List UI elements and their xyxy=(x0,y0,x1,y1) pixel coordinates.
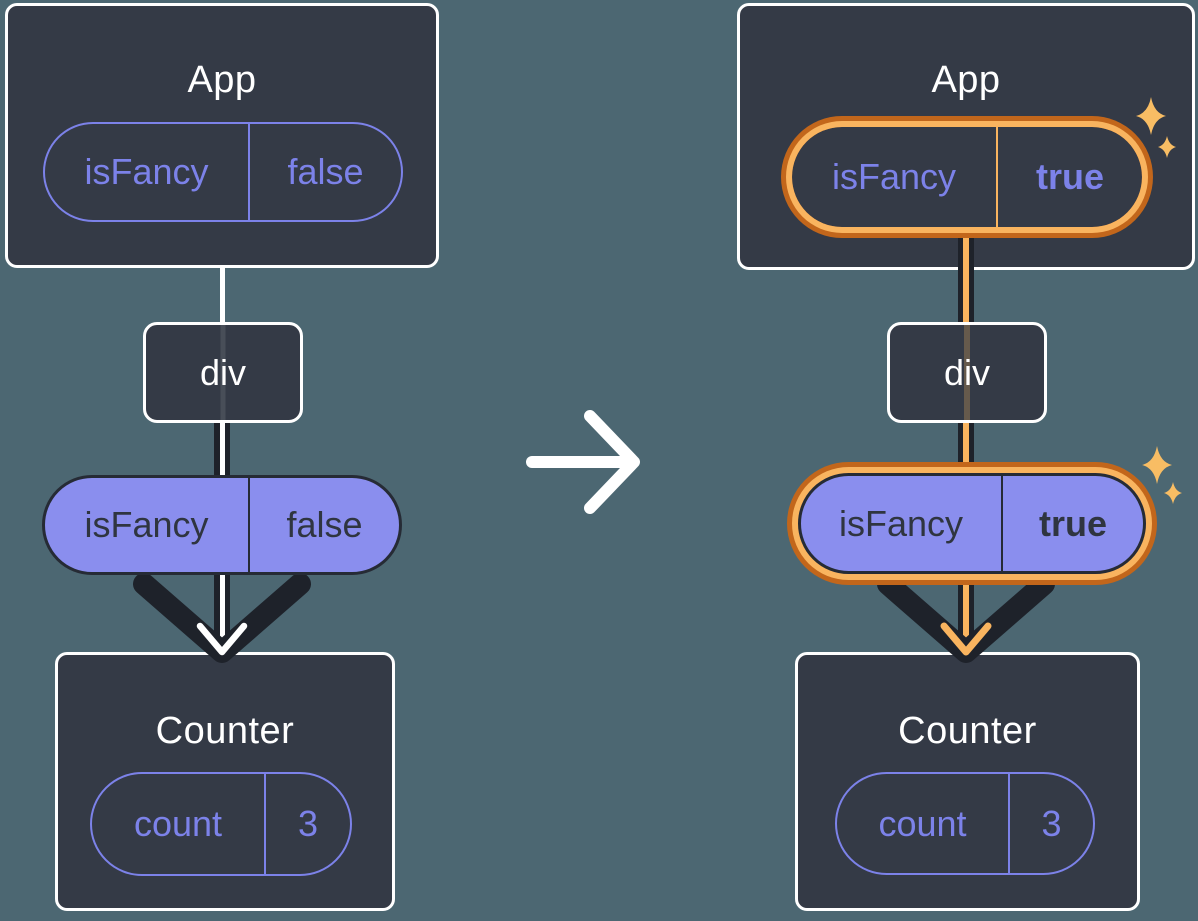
prop-value: false xyxy=(248,478,399,572)
prop-name: isFancy xyxy=(84,504,209,545)
component-title: App xyxy=(187,59,257,101)
prop-pill-app-before: isFancy false xyxy=(43,122,403,222)
arrowhead-icon xyxy=(940,622,992,656)
sparkle-icon xyxy=(1136,97,1176,158)
flow-shaft-orange-after-upper xyxy=(963,233,969,322)
prop-value: false xyxy=(248,124,401,220)
state-value: 3 xyxy=(264,774,350,874)
arrowhead-icon xyxy=(196,622,248,656)
transition-arrow-icon xyxy=(526,410,640,514)
flow-line-behind-div xyxy=(220,325,226,420)
state-pill-counter-before: count 3 xyxy=(90,772,352,876)
component-title: Counter xyxy=(898,710,1037,752)
prop-name: isFancy xyxy=(84,151,209,192)
prop-pill-app-after: isFancy true xyxy=(792,127,1142,227)
flow-line-behind-div xyxy=(964,325,970,420)
state-name: count xyxy=(133,803,223,844)
div-element-box-after: div xyxy=(887,322,1047,423)
div-element-box-before: div xyxy=(143,322,303,423)
state-name: count xyxy=(878,802,967,844)
component-title: Counter xyxy=(155,710,295,752)
prop-name: isFancy xyxy=(838,502,964,544)
state-pill-counter-after: count 3 xyxy=(835,772,1095,875)
connector-app-to-div-before xyxy=(220,266,225,324)
element-label: div xyxy=(199,351,247,393)
component-title: App xyxy=(931,59,1001,101)
state-value: 3 xyxy=(1008,774,1093,873)
passed-prop-pill-after: isFancy true xyxy=(798,473,1146,574)
sparkle-icon xyxy=(1142,446,1182,504)
prop-name: isFancy xyxy=(831,156,957,197)
prop-value: true xyxy=(1001,476,1143,571)
passed-prop-pill-before: isFancy false xyxy=(42,475,402,575)
element-label: div xyxy=(943,351,991,393)
prop-value: true xyxy=(996,127,1142,227)
